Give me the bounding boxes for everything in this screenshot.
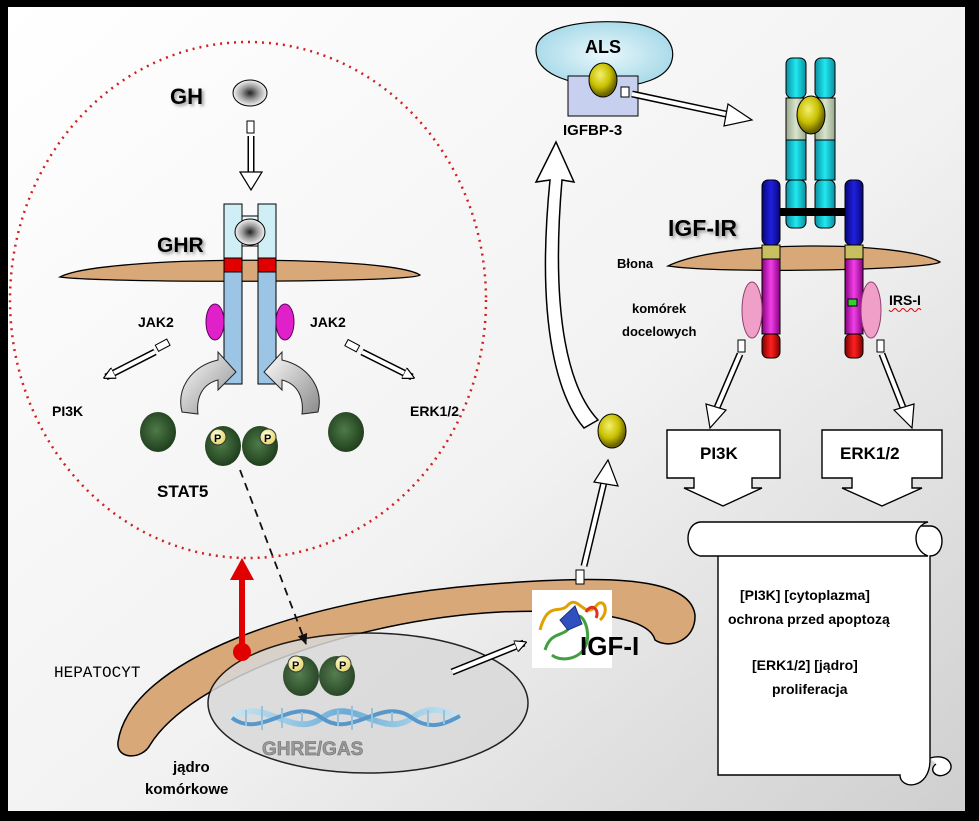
scroll-line2: ochrona przed apoptozą bbox=[728, 611, 890, 627]
jak2-right bbox=[275, 303, 295, 341]
red-arrowhead bbox=[230, 558, 254, 580]
nuclear-stat5-dimer: P P bbox=[283, 655, 355, 696]
dna-helix bbox=[230, 706, 462, 730]
gh-descend-arrow bbox=[238, 120, 264, 192]
curl-arrow-left bbox=[180, 350, 237, 415]
free-igf1-ball bbox=[597, 413, 627, 449]
pi3k-box-label: PI3K bbox=[700, 444, 739, 463]
igfbp3-label: IGFBP-3 bbox=[563, 122, 622, 139]
scroll-line4: proliferacja bbox=[772, 681, 848, 697]
ghre-gas-label: GHRE/GAS bbox=[262, 739, 363, 760]
stat5-monomer-left bbox=[140, 412, 176, 452]
irs1-right bbox=[860, 281, 882, 339]
igfir-to-pi3k-arrow bbox=[705, 339, 746, 430]
irs1-label: IRS-I bbox=[889, 292, 921, 308]
pi3k-left-label: PI3K bbox=[52, 403, 83, 419]
als-bound-igf1 bbox=[588, 62, 618, 98]
igf1-secretion-arrow bbox=[575, 458, 619, 585]
ghr-to-erk-arrow bbox=[344, 338, 412, 381]
scroll-line3: [ERK1/2] [jądro] bbox=[752, 657, 858, 673]
irs1-underline bbox=[888, 308, 922, 312]
gh-hormone bbox=[232, 79, 268, 107]
target-cell-membrane bbox=[665, 245, 942, 271]
jak2-right-label: JAK2 bbox=[310, 314, 346, 330]
cell-nucleus bbox=[207, 632, 529, 774]
erk-left-label: ERK1/2 bbox=[410, 403, 459, 419]
jadro-label-line1: jądro bbox=[172, 759, 210, 776]
docelowych-label: docelowych bbox=[622, 324, 696, 339]
svg-text:P: P bbox=[292, 660, 299, 672]
komorek-label: komórek bbox=[632, 301, 687, 316]
als-to-igfir-arrow bbox=[620, 86, 754, 127]
blona-label: Błona bbox=[617, 256, 654, 271]
ghr-receptor bbox=[223, 203, 277, 385]
curl-arrow-right bbox=[263, 350, 320, 415]
erk-box-label: ERK1/2 bbox=[840, 444, 900, 463]
gh-label: GH bbox=[170, 84, 203, 109]
irs1-left bbox=[741, 281, 763, 339]
igf1-label: IGF-I bbox=[580, 631, 639, 661]
igf-ir-receptor bbox=[761, 57, 864, 359]
ghr-to-pi3k-arrow bbox=[106, 338, 171, 381]
effects-scroll: [PI3K] [cytoplazma] ochrona przed apopto… bbox=[687, 521, 952, 786]
svg-text:P: P bbox=[214, 433, 221, 445]
erk-box: ERK1/2 bbox=[821, 429, 943, 507]
pi3k-box: PI3K bbox=[666, 429, 781, 507]
svg-text:P: P bbox=[264, 433, 271, 445]
stat5-monomer-right bbox=[328, 412, 364, 452]
ghr-detail-circle bbox=[8, 40, 488, 560]
igfir-to-erk-arrow bbox=[876, 339, 915, 430]
igf1-protein-image bbox=[532, 590, 612, 668]
stat5-label: STAT5 bbox=[157, 482, 208, 501]
curved-arrow-to-als bbox=[534, 140, 600, 429]
red-signal-origin bbox=[233, 643, 251, 661]
als-label: ALS bbox=[585, 37, 621, 57]
ghr-label: GHR bbox=[157, 234, 204, 257]
jak2-left-label: JAK2 bbox=[138, 314, 174, 330]
jadro-label-line2: komórkowe bbox=[145, 781, 228, 798]
svg-text:P: P bbox=[339, 660, 346, 672]
stat5-phospho-dimer: P P bbox=[205, 426, 278, 466]
dashed-translocation-arrow bbox=[239, 469, 308, 645]
hepatocyt-label: HEPATOCYT bbox=[54, 664, 140, 682]
scroll-line1: [PI3K] [cytoplazma] bbox=[740, 587, 870, 603]
jak2-left bbox=[205, 303, 225, 341]
igf-ir-label: IGF-IR bbox=[668, 215, 737, 241]
